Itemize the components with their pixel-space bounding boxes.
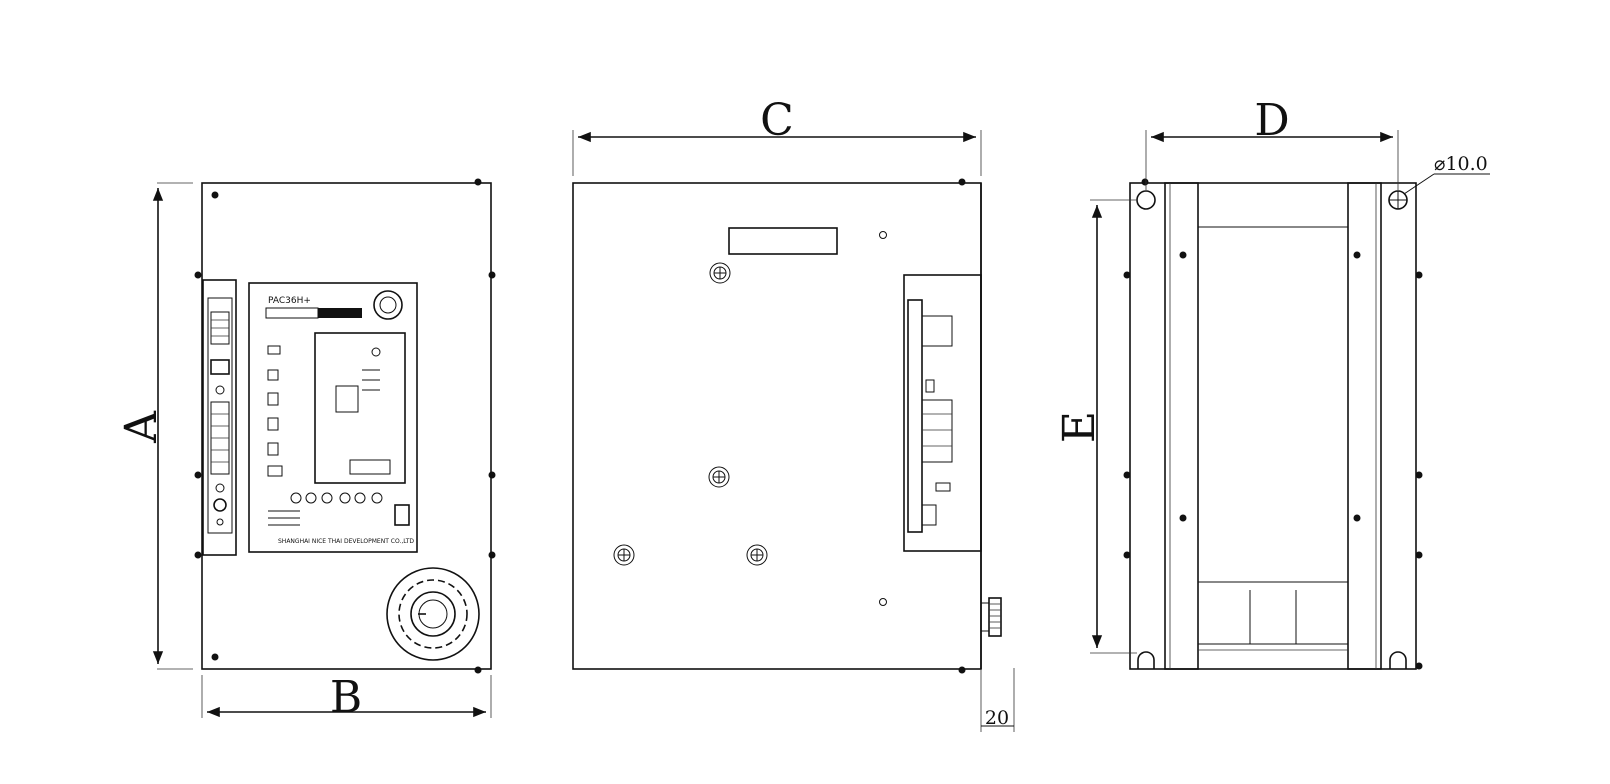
dimension-d-label: D: [1254, 95, 1289, 146]
back-view: D E ⌀10.0: [1054, 95, 1490, 670]
side-housing: [572, 182, 982, 670]
label-panel: PAC36H+: [248, 282, 418, 553]
model-text: PAC36H+: [268, 296, 311, 306]
heatsink-area: [1197, 226, 1349, 583]
hole-diameter-label: ⌀10.0: [1434, 153, 1488, 175]
dimension-c-label: C: [760, 95, 794, 146]
mount-slot: [1137, 651, 1155, 669]
side-pcb: [903, 274, 982, 552]
back-housing: [1129, 182, 1417, 670]
display-block: [314, 332, 406, 484]
dimension-e-label: E: [1054, 411, 1105, 443]
knob: [386, 567, 480, 661]
back-screws: [1123, 178, 1423, 670]
dimension-b-label: B: [330, 672, 362, 723]
side-shaft: [980, 597, 1002, 637]
side-view: C 20: [572, 95, 1015, 732]
side-label-plate: [728, 227, 838, 255]
front-housing: [201, 182, 492, 670]
mount-slot: [1389, 651, 1407, 669]
front-view: PAC36H+: [116, 178, 496, 723]
footer-text: SHANGHAI NICE THAI DEVELOPMENT CO.,LTD: [278, 538, 414, 545]
mount-hole: [1136, 190, 1156, 210]
dimension-depth-label: 20: [985, 707, 1009, 729]
logo-badge: [373, 290, 403, 320]
dimension-a-label: A: [116, 410, 167, 444]
terminal-strip: [202, 279, 237, 556]
